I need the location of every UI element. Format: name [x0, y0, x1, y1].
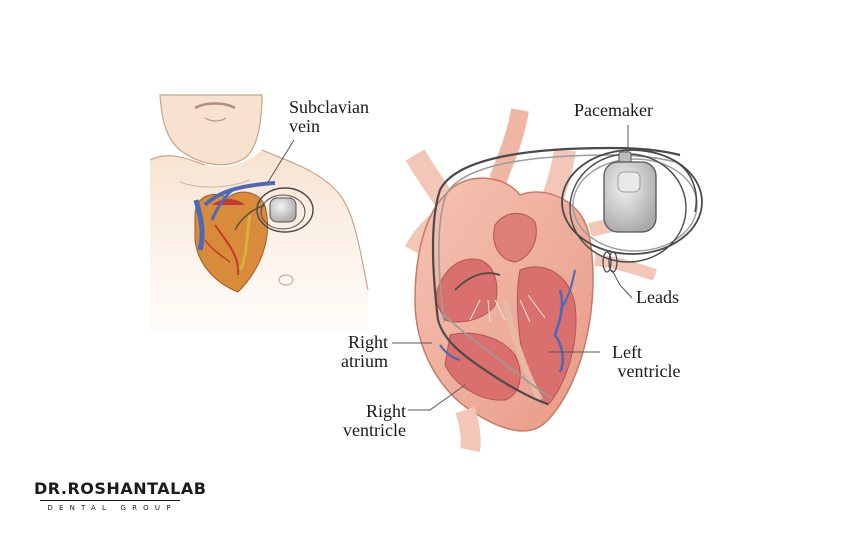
label-subclavian-vein: Subclavian vein: [289, 97, 369, 136]
label-pacemaker: Pacemaker: [574, 100, 653, 120]
clinic-logo: DR.ROSHANTALAB DENTAL GROUP: [34, 479, 207, 512]
label-leads: Leads: [636, 287, 679, 307]
label-right-atrium: Right atrium: [341, 332, 388, 371]
label-left-ventricle: Left ventricle: [612, 342, 681, 381]
label-right-ventricle: Right ventricle: [343, 401, 406, 440]
heart-cross-section: [404, 108, 657, 452]
logo-subtitle: DENTAL GROUP: [47, 504, 177, 512]
label-leader-lines: [392, 125, 633, 411]
logo-title: DR.ROSHANTALAB: [34, 479, 207, 498]
torso-illustration: [149, 94, 369, 330]
pacemaker-leads: [431, 146, 703, 406]
logo-divider: [40, 500, 180, 501]
